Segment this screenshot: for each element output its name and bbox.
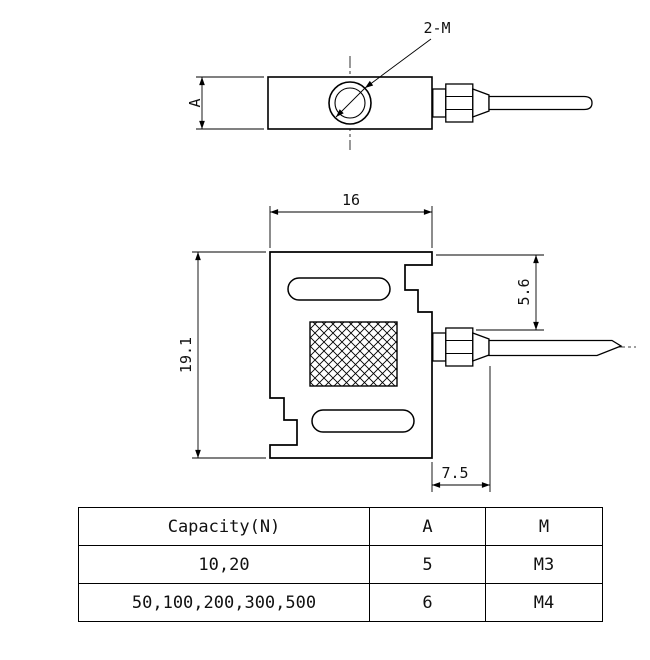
gland-collar-front <box>432 332 447 362</box>
technical-drawing: A 2-M 16 19.1 5.6 <box>177 19 636 492</box>
header-a: A <box>369 507 486 546</box>
spec-table: Capacity(N) A M 10,20 5 M3 50,100,200,30… <box>78 507 603 622</box>
gland-nut-lines <box>445 96 473 110</box>
gland-nut-front <box>445 327 474 367</box>
bottom-slot <box>311 409 415 433</box>
dim-56-extension-lines <box>436 254 544 331</box>
gland-collar <box>432 88 447 118</box>
dim-A-extension-lines <box>196 76 264 130</box>
strain-gauge-area <box>309 321 398 387</box>
thread-callout-label: 2-M <box>423 19 450 37</box>
dim-56-label: 5.6 <box>515 278 533 305</box>
dim-19-extension-lines <box>192 251 266 459</box>
dim-75-label: 7.5 <box>441 464 468 482</box>
gland-taper-front <box>472 332 490 362</box>
table-row: 50,100,200,300,500 6 M4 <box>78 583 603 622</box>
header-capacity: Capacity(N) <box>78 507 370 546</box>
dim-19-label: 19.1 <box>177 337 195 373</box>
dim-A-label: A <box>186 98 204 107</box>
cell-m: M3 <box>485 545 603 584</box>
cell-capacity: 10,20 <box>78 545 370 584</box>
front-view: 16 19.1 5.6 7.5 <box>177 191 636 492</box>
table-row: 10,20 5 M3 <box>78 545 603 584</box>
cell-a: 5 <box>369 545 486 584</box>
cell-m: M4 <box>485 583 603 622</box>
gland-nut-lines-front <box>445 340 473 354</box>
top-view: A 2-M <box>186 19 593 150</box>
thread-callout-leader <box>364 38 432 89</box>
cable <box>488 95 593 111</box>
table-header-row: Capacity(N) A M <box>78 507 603 546</box>
top-slot <box>287 277 391 301</box>
gland-taper <box>472 88 490 118</box>
cell-capacity: 50,100,200,300,500 <box>78 583 370 622</box>
thread-callout-leader-2 <box>335 87 366 118</box>
header-m: M <box>485 507 603 546</box>
gland-nut <box>445 83 474 123</box>
cable-front <box>488 339 623 357</box>
dim-16-label: 16 <box>342 191 360 209</box>
cell-a: 6 <box>369 583 486 622</box>
